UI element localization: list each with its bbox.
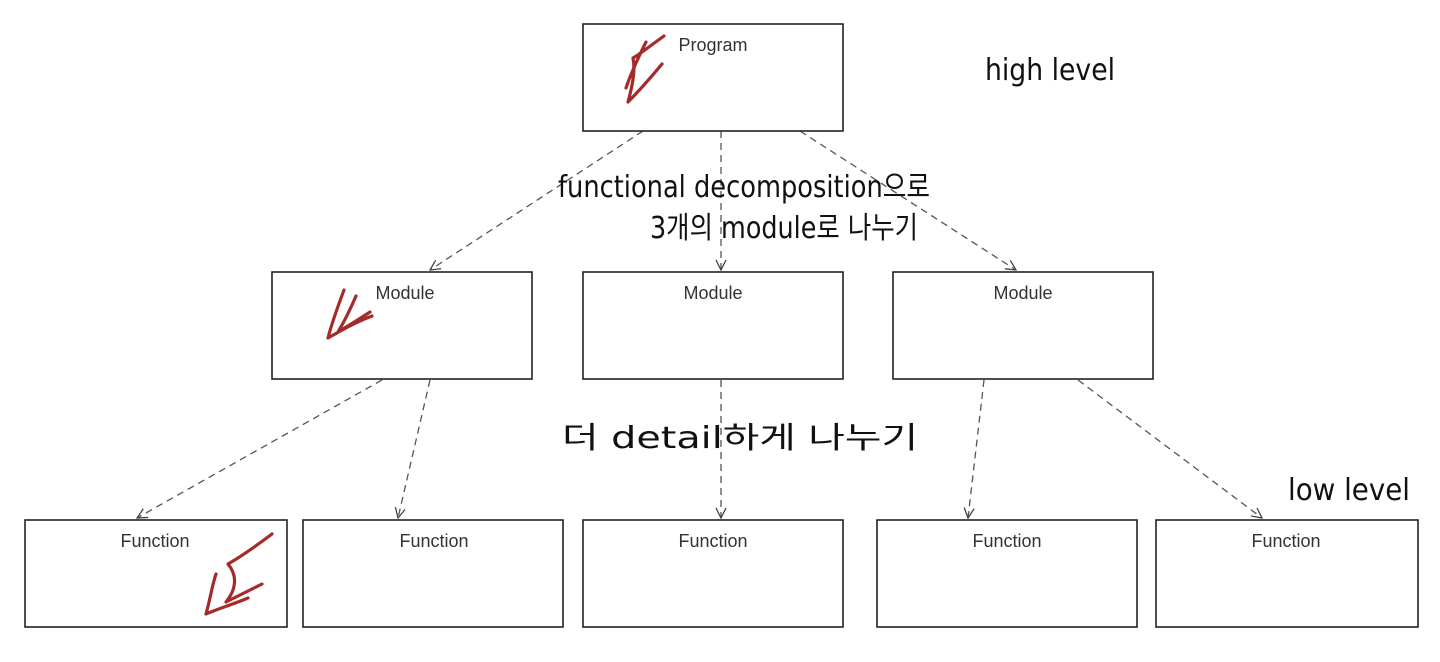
function-node-5: Function <box>1155 519 1419 628</box>
module-label: Module <box>683 283 742 303</box>
program-box <box>582 23 844 132</box>
program-node: Program <box>582 23 844 132</box>
detail-note: 더 detail하게 나누기 <box>562 421 918 456</box>
marker-scribble-module <box>326 288 374 340</box>
function-box <box>876 519 1138 628</box>
down-left-arrow-icon <box>624 34 666 104</box>
module-node-3: Module <box>892 271 1154 380</box>
function-label: Function <box>972 531 1041 551</box>
module-label: Module <box>375 283 434 303</box>
function-node-2: Function <box>302 519 564 628</box>
function-node-4: Function <box>876 519 1138 628</box>
edge-module-3-function-4 <box>968 379 985 518</box>
module-box <box>582 271 844 380</box>
decomposition-note-line-1: functional decomposition으로 <box>558 170 930 205</box>
function-box <box>24 519 288 628</box>
function-box <box>582 519 844 628</box>
function-label: Function <box>678 531 747 551</box>
function-label: Function <box>399 531 468 551</box>
module-label: Module <box>993 283 1052 303</box>
down-left-arrow-icon <box>326 288 374 340</box>
function-node-1: Function <box>24 519 288 628</box>
edge-module-1-function-2 <box>398 379 431 518</box>
marker-scribble-program <box>624 34 666 104</box>
decomposition-note-line-2: 3개의 module로 나누기 <box>650 211 918 246</box>
edges <box>137 130 1262 518</box>
down-left-arrow-icon <box>204 532 274 616</box>
program-label: Program <box>678 35 747 55</box>
edge-program-module-3 <box>799 130 1016 270</box>
module-node-2: Module <box>582 271 844 380</box>
edge-module-1-function-1 <box>137 379 383 518</box>
module-box <box>271 271 533 380</box>
function-box <box>1155 519 1419 628</box>
function-label: Function <box>120 531 189 551</box>
high-level-note: high level <box>985 53 1115 88</box>
function-box <box>302 519 564 628</box>
function-node-3: Function <box>582 519 844 628</box>
edge-module-3-function-5 <box>1077 379 1262 518</box>
module-node-1: Module <box>271 271 533 380</box>
low-level-note: low level <box>1288 473 1410 508</box>
module-box <box>892 271 1154 380</box>
marker-scribble-function <box>204 532 274 616</box>
edge-program-module-1 <box>430 130 644 270</box>
function-label: Function <box>1251 531 1320 551</box>
